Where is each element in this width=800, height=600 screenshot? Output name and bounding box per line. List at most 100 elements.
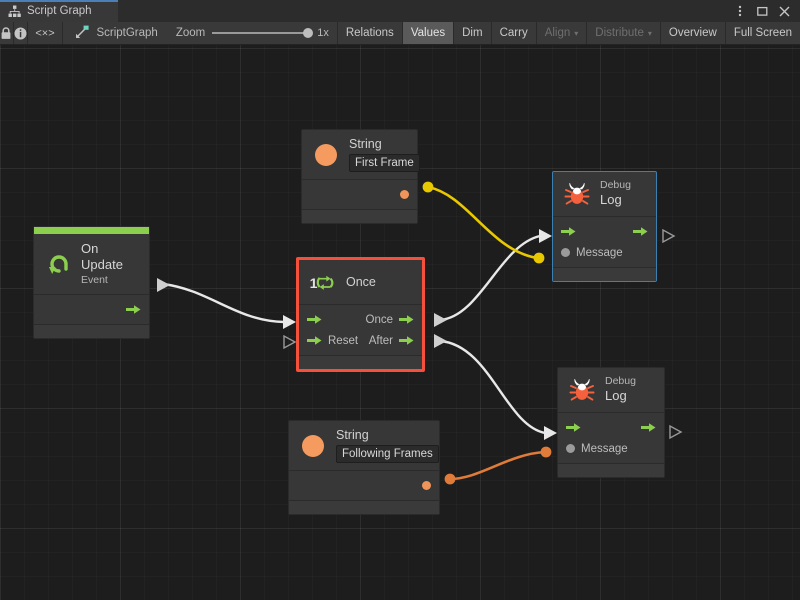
values-button[interactable]: Values bbox=[401, 22, 454, 44]
port-label-once: Once bbox=[365, 313, 394, 326]
distribute-label: Distribute bbox=[595, 27, 644, 39]
close-button[interactable] bbox=[774, 0, 794, 22]
flow-arrow-icon bbox=[641, 423, 656, 432]
lock-icon[interactable] bbox=[0, 22, 14, 44]
port-message-in[interactable]: Message bbox=[566, 443, 628, 455]
string-value-icon bbox=[298, 431, 328, 461]
dim-button[interactable]: Dim bbox=[453, 22, 490, 44]
node-header: String Following Frames bbox=[289, 421, 439, 470]
node-once[interactable]: 1 Once bbox=[296, 257, 425, 372]
port-after-out[interactable]: After bbox=[369, 335, 414, 347]
zoom-slider[interactable] bbox=[212, 28, 314, 38]
node-header: Debug Log bbox=[558, 368, 664, 412]
node-header: String First Frame bbox=[302, 130, 420, 179]
zoom-label: Zoom bbox=[175, 27, 206, 39]
code-brackets-icon[interactable]: <×> bbox=[28, 22, 64, 44]
script-graph-icon bbox=[75, 25, 90, 42]
align-button[interactable]: Align ▾ bbox=[535, 22, 587, 44]
node-title-block: On Update Event bbox=[81, 241, 139, 287]
node-header: On Update Event bbox=[34, 234, 149, 294]
flow-arrow-icon bbox=[633, 227, 648, 236]
carry-button[interactable]: Carry bbox=[490, 22, 536, 44]
bug-icon bbox=[562, 179, 592, 209]
node-on-update[interactable]: On Update Event bbox=[33, 226, 150, 339]
maximize-button[interactable] bbox=[752, 0, 772, 22]
dim-label: Dim bbox=[462, 27, 483, 39]
port-row-reset-after: Reset After bbox=[299, 330, 422, 351]
node-subtitle: Debug bbox=[605, 375, 636, 388]
flow-arrow-icon bbox=[126, 304, 141, 314]
node-title-block: Debug Log bbox=[605, 375, 636, 404]
port-flow-out[interactable] bbox=[641, 422, 656, 433]
node-body bbox=[302, 179, 417, 209]
string-value-input[interactable]: First Frame bbox=[349, 154, 420, 172]
port-label-after: After bbox=[368, 334, 393, 347]
kebab-menu-button[interactable] bbox=[730, 0, 750, 22]
value-dot bbox=[302, 434, 324, 457]
string-value-icon bbox=[311, 140, 341, 170]
tab-script-graph[interactable]: Script Graph bbox=[0, 0, 118, 22]
title-bar-spacer bbox=[118, 0, 730, 22]
value-port-dot bbox=[561, 248, 570, 257]
carry-label: Carry bbox=[499, 27, 528, 39]
port-row-message: Message bbox=[558, 438, 664, 459]
hierarchy-icon bbox=[8, 5, 21, 18]
node-title: String bbox=[349, 137, 382, 151]
value-port-dot bbox=[566, 444, 575, 453]
port-flow-in[interactable] bbox=[307, 314, 322, 325]
flow-arrow-icon bbox=[307, 315, 322, 324]
node-title-block: Once bbox=[346, 275, 376, 289]
overview-button[interactable]: Overview bbox=[659, 22, 725, 44]
port-flow-in[interactable] bbox=[566, 422, 581, 433]
chevron-down-icon: ▾ bbox=[574, 29, 579, 38]
node-subtitle: Event bbox=[81, 273, 108, 286]
relations-label: Relations bbox=[345, 27, 394, 39]
flow-arrow-icon bbox=[399, 315, 414, 324]
tab-label: Script Graph bbox=[27, 5, 92, 17]
port-row-value-out bbox=[289, 475, 439, 496]
svg-text:<×>: <×> bbox=[35, 28, 54, 39]
port-label-reset: Reset bbox=[328, 334, 359, 347]
edge-string-following-frames-to-message bbox=[444, 446, 552, 485]
node-footer bbox=[553, 267, 656, 281]
port-flow-out[interactable] bbox=[126, 304, 141, 315]
breadcrumb[interactable]: ScriptGraph bbox=[63, 22, 167, 44]
port-label-message: Message bbox=[581, 442, 628, 455]
port-value-out[interactable] bbox=[400, 190, 409, 199]
edge-after-to-debug-bottom bbox=[434, 334, 557, 440]
zoom-control[interactable]: Zoom 1x bbox=[168, 22, 337, 44]
edge-on-update-to-once bbox=[157, 278, 296, 329]
graph-canvas[interactable]: On Update Event bbox=[0, 45, 800, 600]
flow-arrow-icon bbox=[561, 227, 576, 236]
port-flow-in[interactable] bbox=[561, 226, 576, 237]
distribute-button[interactable]: Distribute ▾ bbox=[586, 22, 660, 44]
node-body: Message bbox=[553, 216, 656, 267]
port-reset-in[interactable]: Reset bbox=[307, 335, 358, 347]
title-bar: Script Graph bbox=[0, 0, 800, 22]
full-screen-label: Full Screen bbox=[733, 27, 792, 39]
port-once-out[interactable]: Once bbox=[366, 314, 415, 326]
flow-arrow-icon bbox=[566, 423, 581, 432]
port-stub-once-reset bbox=[283, 334, 297, 350]
node-string-first-frame[interactable]: String First Frame bbox=[301, 129, 420, 224]
node-title-block: String Following Frames bbox=[336, 428, 439, 463]
port-flow-out[interactable] bbox=[633, 226, 648, 237]
node-header: Debug Log bbox=[553, 172, 656, 216]
node-debug-log-bottom[interactable]: Debug Log bbox=[557, 367, 665, 478]
zoom-slider-handle[interactable] bbox=[303, 28, 314, 38]
chevron-down-icon: ▾ bbox=[647, 29, 652, 38]
value-port-dot bbox=[400, 190, 409, 199]
port-row-enter-once: Once bbox=[299, 309, 422, 330]
node-string-following-frames[interactable]: String Following Frames bbox=[288, 420, 440, 515]
port-value-out[interactable] bbox=[422, 481, 431, 490]
node-footer bbox=[302, 209, 417, 223]
info-icon[interactable] bbox=[14, 22, 28, 44]
port-message-in[interactable]: Message bbox=[561, 247, 623, 259]
string-value-input[interactable]: Following Frames bbox=[336, 445, 439, 463]
port-row-message: Message bbox=[553, 242, 656, 263]
relations-button[interactable]: Relations bbox=[336, 22, 402, 44]
node-body: Message bbox=[558, 412, 664, 463]
full-screen-button[interactable]: Full Screen bbox=[724, 22, 800, 44]
node-debug-log-top[interactable]: Debug Log bbox=[552, 171, 657, 282]
